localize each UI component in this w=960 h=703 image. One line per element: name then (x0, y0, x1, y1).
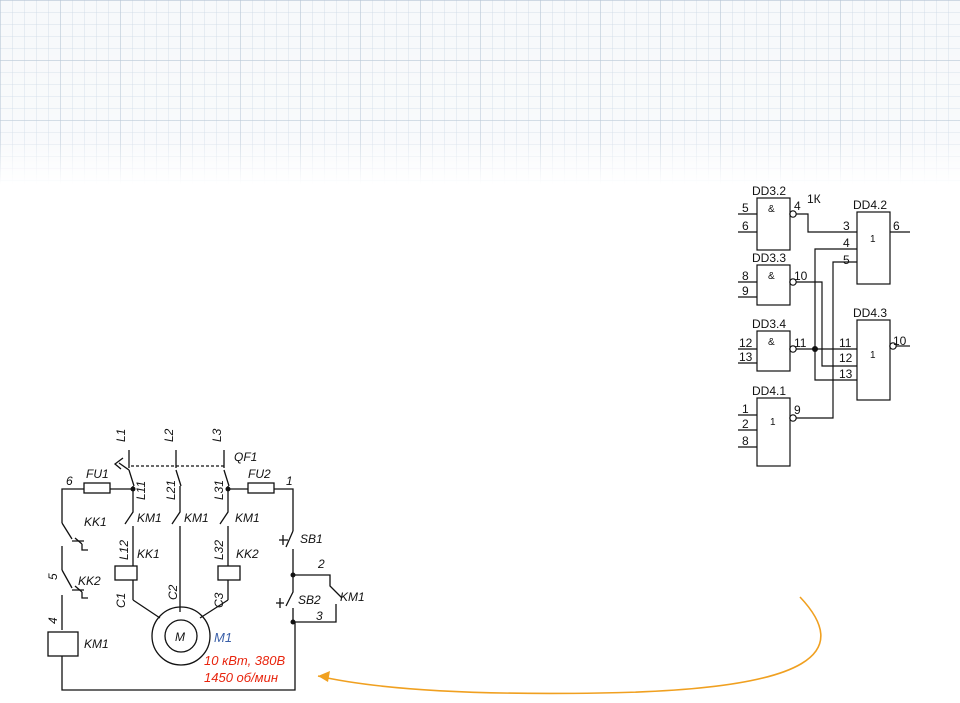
pin-label: 8 (742, 434, 749, 448)
junction-dot (290, 572, 296, 578)
pin-label: 1 (742, 402, 749, 416)
pin-label: 3 (843, 219, 850, 233)
relay-label: KK2 (78, 574, 101, 588)
gate-dd4-3-symbol: 1 (870, 350, 876, 361)
gate-dd3-2-body (756, 197, 791, 251)
button-label: SB2 (298, 593, 321, 607)
gate-dd4-2-name: DD4.2 (853, 198, 887, 212)
fuse-label: FU2 (248, 467, 271, 481)
fuse-label: FU1 (86, 467, 109, 481)
node-label: 6 (66, 474, 73, 488)
phase-label: L2 (162, 428, 176, 442)
motor-lead-label: C2 (166, 584, 180, 600)
motor-lead-label: C3 (212, 592, 226, 608)
phase-label: L1 (114, 429, 128, 442)
pin-label: 9 (794, 403, 801, 417)
gate-dd3-3-symbol: & (768, 271, 775, 282)
contactor-label: KM1 (137, 511, 162, 525)
gate-dd3-3-name: DD3.3 (752, 251, 786, 265)
junction-dot (225, 486, 231, 492)
gate-dd4-3-body (856, 319, 891, 401)
coil-label: KM1 (84, 637, 109, 651)
wire-label: L31 (212, 480, 226, 500)
pin-label: 4 (794, 199, 801, 213)
phase-label: L3 (210, 428, 224, 442)
graph-paper-background (0, 0, 960, 185)
node-label: 4 (46, 617, 60, 624)
button-label: SB1 (300, 532, 323, 546)
pin-label: 4 (843, 236, 850, 250)
wire-label: L21 (164, 480, 178, 500)
gate-dd4-1-body (756, 397, 791, 467)
pin-label: 11 (839, 336, 852, 350)
gate-dd3-3-body (756, 264, 791, 306)
relay-label: KK1 (84, 515, 107, 529)
pin-label: 11 (794, 336, 807, 350)
pin-label: 6 (893, 219, 900, 233)
pin-label: 13 (739, 350, 753, 364)
breaker-label: QF1 (234, 450, 257, 464)
gate-dd3-4-symbol: & (768, 337, 775, 348)
pin-label: 5 (742, 201, 749, 215)
rating-power: 10 кВт, 380В (204, 653, 285, 668)
wire-label: L12 (117, 540, 131, 560)
pin-label: 13 (839, 367, 853, 381)
arrowhead-icon (318, 671, 330, 682)
arrow-curve (317, 596, 822, 695)
motor-name: M1 (214, 630, 232, 645)
gate-dd3-4-name: DD3.4 (752, 317, 786, 331)
pin-label: 6 (742, 219, 749, 233)
resistor-label: 1К (807, 192, 821, 206)
junction-dot (290, 619, 296, 625)
rating-speed: 1450 об/мин (204, 670, 278, 685)
pin-label: 2 (742, 417, 749, 431)
wire-label: L11 (134, 481, 148, 500)
contactor-hold-label: KM1 (340, 590, 365, 604)
pin-label: 12 (739, 336, 753, 350)
gate-dd4-3-name: DD4.3 (853, 306, 887, 320)
node-label: 3 (316, 609, 323, 623)
gate-dd4-1-symbol: 1 (770, 417, 776, 428)
pin-label: 10 (893, 334, 907, 348)
contactor-label: KM1 (235, 511, 260, 525)
relay-label: KK2 (236, 547, 259, 561)
node-label: 2 (317, 557, 325, 571)
gate-dd4-2-body (856, 211, 891, 285)
motor-symbol: M (175, 630, 185, 644)
node-label: 1 (286, 474, 293, 488)
contactor-label: KM1 (184, 511, 209, 525)
gate-dd4-2-symbol: 1 (870, 234, 876, 245)
node-label: 5 (46, 573, 60, 580)
gate-dd3-2-symbol: & (768, 204, 775, 215)
pin-label: 9 (742, 284, 749, 298)
gate-dd3-2-name: DD3.2 (752, 184, 786, 198)
pin-label: 12 (839, 351, 853, 365)
wire-label: L32 (212, 540, 226, 560)
junction-dot (812, 346, 818, 352)
relay-label: KK1 (137, 547, 160, 561)
gate-dd4-1-name: DD4.1 (752, 384, 786, 398)
motor-lead-label: C1 (114, 593, 128, 608)
pin-label: 10 (794, 269, 808, 283)
pin-label: 5 (843, 253, 850, 267)
pin-label: 8 (742, 269, 749, 283)
junction-dot (130, 486, 136, 492)
